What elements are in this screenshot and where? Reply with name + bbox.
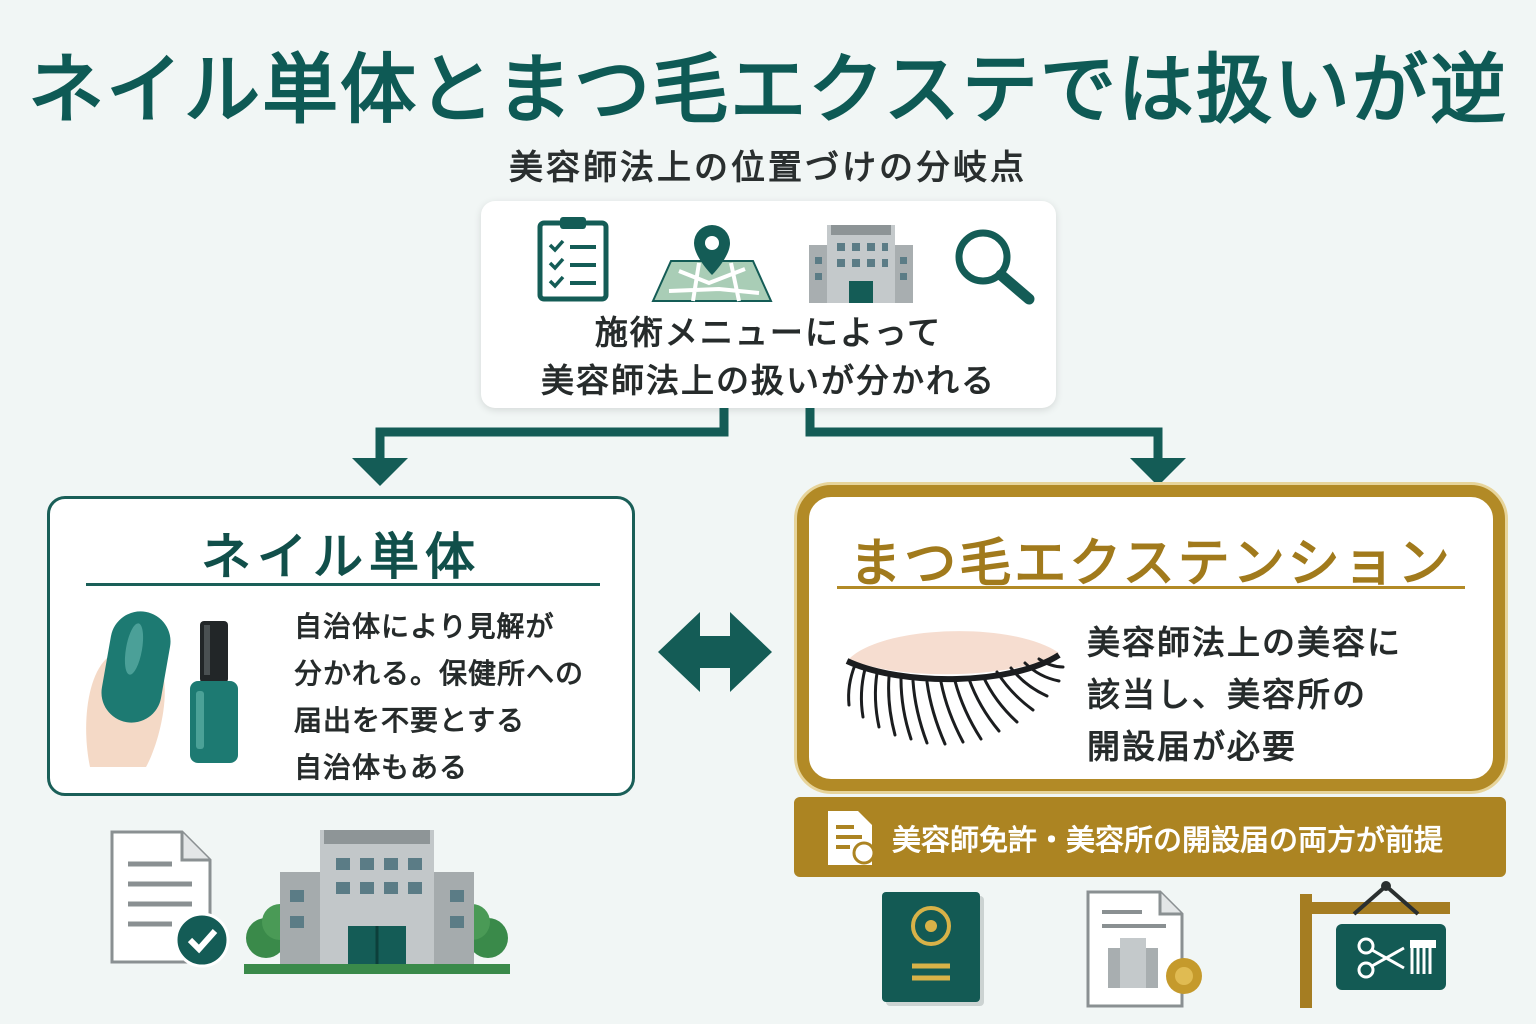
right-branch-line [805, 408, 1163, 458]
license-book-icon [882, 892, 984, 1006]
document-check-icon [110, 830, 230, 968]
eyelash-icon [845, 631, 1065, 746]
requirement-banner-text: 美容師免許・美容所の開設届の両方が前提 [892, 823, 1444, 857]
nail-only-box: ネイル単体 自治体により見解が 分かれる。保健所への 届出を不要とする 自治体も… [47, 496, 635, 796]
nail-polish-icon [190, 621, 238, 763]
eyelash-extension-line-3: 開設届が必要 [1087, 727, 1297, 766]
nail-only-divider [86, 583, 600, 586]
nail-only-title: ネイル単体 [201, 528, 481, 586]
left-branch-arrowhead [352, 458, 408, 486]
nail-only-line-1: 自治体により見解が [294, 610, 555, 643]
page-title: ネイル単体とまつ毛エクステでは扱いが逆 [28, 45, 1508, 134]
left-branch-line [375, 408, 729, 458]
top-box-line-1: 施術メニューによって [594, 313, 943, 352]
page-subtitle: 美容師法上の位置づけの分岐点 [509, 148, 1027, 188]
nail-only-line-2: 分かれる。保健所への [294, 657, 585, 690]
requirement-banner: 美容師免許・美容所の開設届の両方が前提 [794, 797, 1506, 877]
top-box-line-2: 美容師法上の扱いが分かれる [541, 361, 996, 400]
office-building-icon [244, 830, 510, 974]
top-branch-box: 施術メニューによって 美容師法上の扱いが分かれる [481, 201, 1056, 408]
eyelash-extension-divider [837, 586, 1465, 589]
right-branch-arrowhead [1130, 458, 1186, 486]
nail-only-line-3: 届出を不要とする [294, 704, 526, 737]
salon-sign-icon [1300, 881, 1450, 1008]
eyelash-extension-line-1: 美容師法上の美容に [1087, 623, 1402, 662]
eyelash-extension-box: まつ毛エクステンション 美容師法上の美容に 該当し、美容所の 開設届が必要 [797, 485, 1505, 791]
nail-icon [86, 611, 171, 767]
nail-only-line-4: 自治体もある [294, 751, 469, 784]
eyelash-extension-line-2: 該当し、美容所の [1087, 675, 1367, 714]
magnifier-icon [955, 229, 1035, 305]
top-icon-row [481, 213, 1056, 308]
map-pin-icon [651, 225, 773, 302]
eyelash-extension-title: まつ毛エクステンション [849, 534, 1453, 594]
certificate-icon [828, 811, 876, 865]
registration-document-icon [1086, 890, 1202, 1008]
building-icon [809, 225, 913, 303]
clipboard-icon [537, 217, 609, 302]
double-arrow-icon [658, 612, 772, 692]
